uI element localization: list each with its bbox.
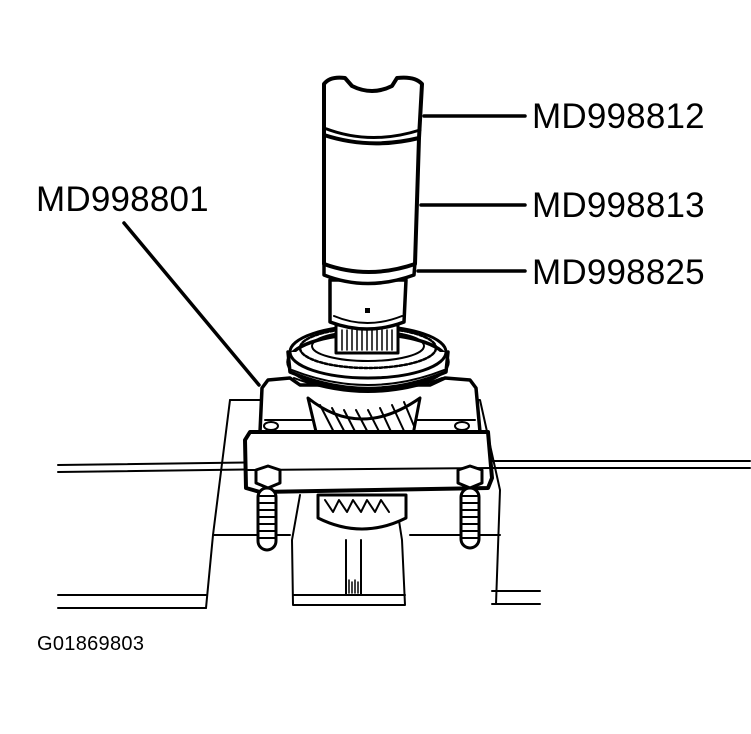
callout-md998813: MD998813 — [532, 186, 705, 225]
right-bolt — [456, 464, 484, 550]
callout-md998812: MD998812 — [532, 97, 705, 136]
leader-md998801 — [122, 221, 261, 387]
separator-plate — [243, 376, 494, 494]
leader-lines — [122, 114, 527, 387]
press-tool — [322, 75, 424, 331]
figure-id: G01869803 — [37, 633, 145, 655]
callout-md998825: MD998825 — [532, 253, 705, 292]
left-bolt — [254, 464, 282, 552]
lower-gear — [316, 493, 408, 531]
synchronizer-ring — [286, 324, 450, 393]
callout-md998801: MD998801 — [36, 180, 209, 219]
bolts — [254, 464, 484, 552]
